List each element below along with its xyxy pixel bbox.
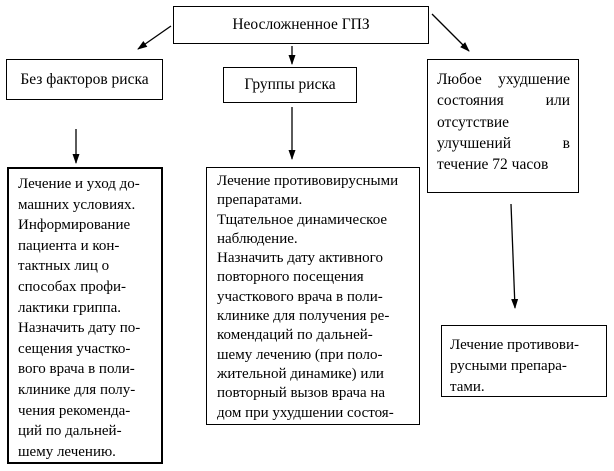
text-line: препаратами. — [217, 192, 303, 209]
text-line: вого врача в поли- — [18, 361, 135, 378]
arrow-deterioration-to-action — [510, 203, 519, 309]
text-line: Назначить дату по- — [18, 320, 141, 337]
text-line: клинике для получения ре- — [217, 308, 390, 325]
text-line: тактных лиц о — [18, 258, 110, 275]
arrow-root-to-deterioration — [431, 13, 470, 52]
text-line: дом при ухудшении состоя- — [217, 404, 394, 421]
text-line: повторного посещения — [217, 269, 364, 286]
text-line: улучшений в — [437, 134, 570, 152]
text-line: пациента и кон- — [18, 237, 120, 254]
text-line: способах профи- — [18, 278, 127, 295]
text-line: наблюдение. — [217, 230, 298, 247]
text-line: лактики гриппа. — [18, 299, 122, 316]
deterioration-action-box: Лечение противови-русными препара-тами. — [441, 325, 607, 397]
text-line: тами. — [450, 379, 485, 395]
text-line: шему лечению (при поло- — [217, 346, 383, 363]
no-risk-action-box: Лечение и уход до-машних условиях. Информ… — [7, 167, 163, 464]
risk-group-action-box: Лечение противовирусными препаратами. Тщат… — [206, 167, 420, 425]
text-line: течение 72 часов — [437, 156, 549, 174]
text-line: Лечение противови- — [450, 337, 580, 353]
risk-group-condition-label: Группы риска — [244, 76, 336, 93]
text-line: чения рекоменда- — [18, 402, 131, 419]
text-line: Лечение и уход до- — [18, 176, 140, 192]
root-box: Неосложненное ГПЗ — [173, 6, 429, 44]
no-risk-condition-label: Без факторов риска — [20, 70, 149, 88]
text-line: Назначить дату активного — [217, 250, 383, 267]
text-line: Информирование — [18, 217, 131, 234]
text-line: сещения участко- — [18, 340, 131, 357]
arrow-root-to-no-risk — [137, 25, 172, 50]
text-line: русными препара- — [450, 358, 567, 374]
text-line: жительной динамике) или — [217, 365, 384, 382]
text-line: Лечение противовирусными — [217, 173, 399, 189]
risk-group-condition-box: Группы риска — [223, 67, 357, 103]
text-line: Любое ухудшение — [437, 71, 570, 88]
text-line: отсутствие — [437, 113, 510, 131]
text-line: Тщательное динамическое — [217, 211, 388, 228]
no-risk-condition-box: Без факторов риска — [6, 59, 163, 100]
text-line: ций по дальней- — [18, 423, 122, 440]
text-line: участкового врача в поли- — [217, 288, 383, 305]
text-line: комендаций по дальней- — [217, 327, 373, 344]
root-label: Неосложненное ГПЗ — [232, 16, 370, 33]
text-line: состояния или — [437, 92, 570, 110]
text-line: клинике для полу- — [18, 381, 136, 398]
deterioration-condition-box: Любое ухудшение состояния или отсутствие ул… — [427, 59, 579, 193]
text-line: машних условиях. — [18, 196, 136, 213]
text-line: шему лечению. — [18, 443, 116, 460]
text-line: повторный вызов врача на — [217, 385, 386, 402]
